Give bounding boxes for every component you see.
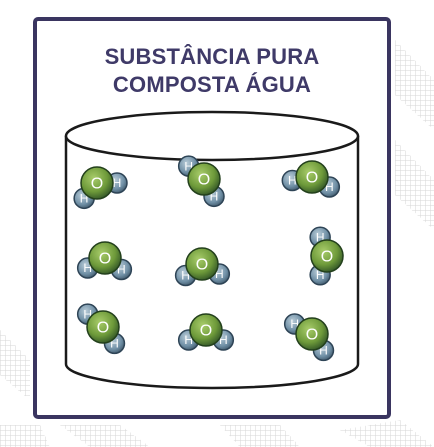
oxygen-atom (295, 317, 329, 351)
hydrogen-label: H (290, 317, 299, 331)
hydrogen-label: H (110, 337, 119, 351)
water-molecule: H HO (76, 303, 126, 355)
oxygen-atom (310, 239, 344, 273)
water-molecule: H HO (174, 247, 231, 287)
oxygen-label: O (321, 249, 333, 266)
hydrogen-label: H (316, 230, 325, 244)
oxygen-atom (187, 162, 221, 196)
oxygen-label: O (306, 327, 318, 344)
oxygen-label: O (200, 323, 212, 340)
hydrogen-label: H (219, 333, 228, 347)
container-rim (64, 110, 360, 162)
hydrogen-label: H (181, 269, 190, 283)
hydrogen-label: H (319, 344, 328, 358)
oxygen-atom (295, 160, 329, 194)
hydrogen-label: H (215, 267, 224, 281)
hydrogen-label: H (80, 192, 89, 206)
oxygen-label: O (198, 172, 210, 189)
hydrogen-label: H (113, 176, 122, 190)
water-molecule: H HO (177, 155, 225, 208)
hydrogen-label: H (83, 307, 92, 321)
hydrogen-label: H (316, 268, 325, 282)
water-molecule: H HO (76, 241, 133, 281)
oxygen-atom (189, 313, 223, 347)
water-molecule: H HO (177, 313, 235, 351)
oxygen-atom (88, 241, 122, 275)
oxygen-atom (86, 310, 120, 344)
hydrogen-label: H (117, 263, 126, 277)
hydrogen-label: H (325, 180, 334, 194)
oxygen-atom (185, 247, 219, 281)
hydrogen-label: H (184, 333, 193, 347)
hydrogen-label: H (210, 190, 219, 204)
hydrogen-label: H (288, 174, 297, 188)
water-molecule: H HO (309, 226, 344, 286)
water-molecule: H HO (283, 313, 335, 362)
oxygen-label: O (306, 170, 318, 187)
oxygen-label: O (196, 257, 208, 274)
oxygen-label: O (99, 251, 111, 268)
water-molecule: H HO (73, 166, 128, 210)
oxygen-label: O (91, 176, 103, 193)
hydrogen-label: H (83, 261, 92, 275)
title-line-2: COMPOSTA ÁGUA (112, 72, 312, 97)
oxygen-atom (80, 166, 114, 200)
water-molecule: H HO (281, 160, 341, 198)
hydrogen-label: H (184, 159, 193, 173)
oxygen-label: O (97, 320, 109, 337)
title-line-1: SUBSTÂNCIA PURA (104, 44, 320, 69)
